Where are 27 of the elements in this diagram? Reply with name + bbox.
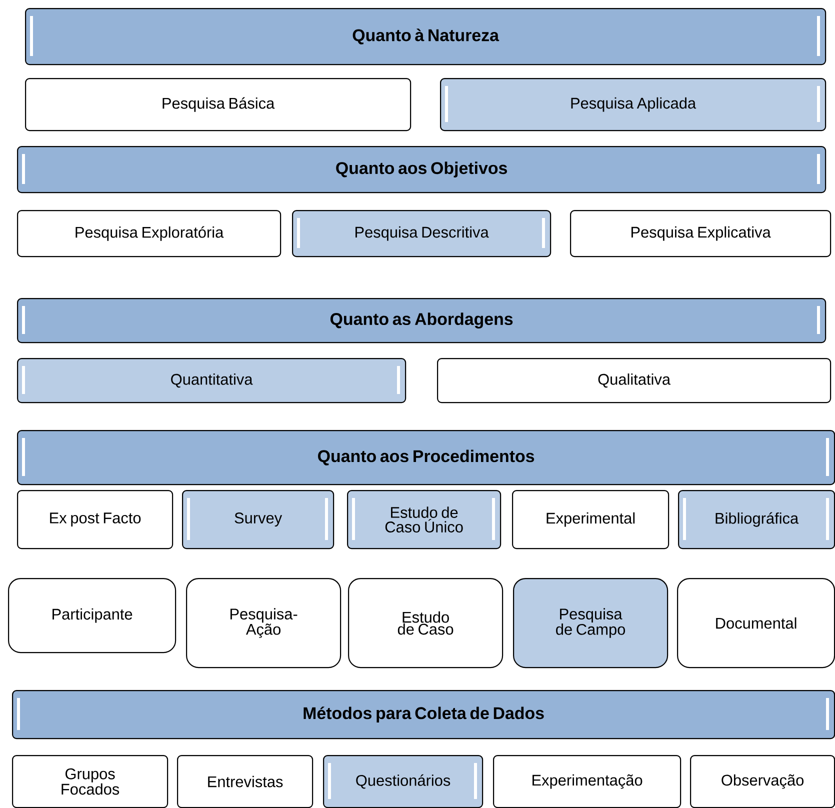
- category-box: Pesquisa Descritiva: [292, 210, 552, 258]
- category-box: Pesquisa Aplicada: [440, 78, 826, 132]
- category-box: Pesquisa de Campo: [513, 578, 668, 668]
- header-bar: Quanto as Abordagens: [17, 298, 826, 344]
- category-box: Quantitativa: [17, 358, 406, 404]
- category-box: Bibliográfica: [678, 490, 835, 550]
- category-box: Participante: [8, 578, 176, 654]
- category-box: Observação: [690, 755, 835, 808]
- category-box: Pesquisa Exploratória: [17, 210, 282, 258]
- category-box: Estudo de Caso: [348, 578, 504, 668]
- category-box: Experimental: [512, 490, 670, 550]
- header-bar: Métodos para Coleta de Dados: [12, 690, 835, 740]
- category-box: Documental: [677, 578, 835, 668]
- category-box: Pesquisa Explicativa: [570, 210, 832, 258]
- category-box: Qualitativa: [437, 358, 832, 404]
- header-bar: Quanto aos Procedimentos: [17, 430, 835, 486]
- category-box: Questionários: [323, 755, 484, 808]
- category-box: Experimentação: [493, 755, 682, 808]
- header-bar: Quanto aos Objetivos: [17, 146, 826, 194]
- category-box: Pesquisa Básica: [25, 78, 412, 132]
- category-box: Entrevistas: [177, 755, 314, 808]
- category-box: Grupos Focados: [12, 755, 168, 808]
- category-box: Estudo de Caso Único: [347, 490, 502, 550]
- category-box: Pesquisa-Ação: [186, 578, 342, 668]
- category-box: Survey: [182, 490, 334, 550]
- header-bar: Quanto à Natureza: [25, 8, 826, 66]
- category-box: Ex post Facto: [17, 490, 174, 550]
